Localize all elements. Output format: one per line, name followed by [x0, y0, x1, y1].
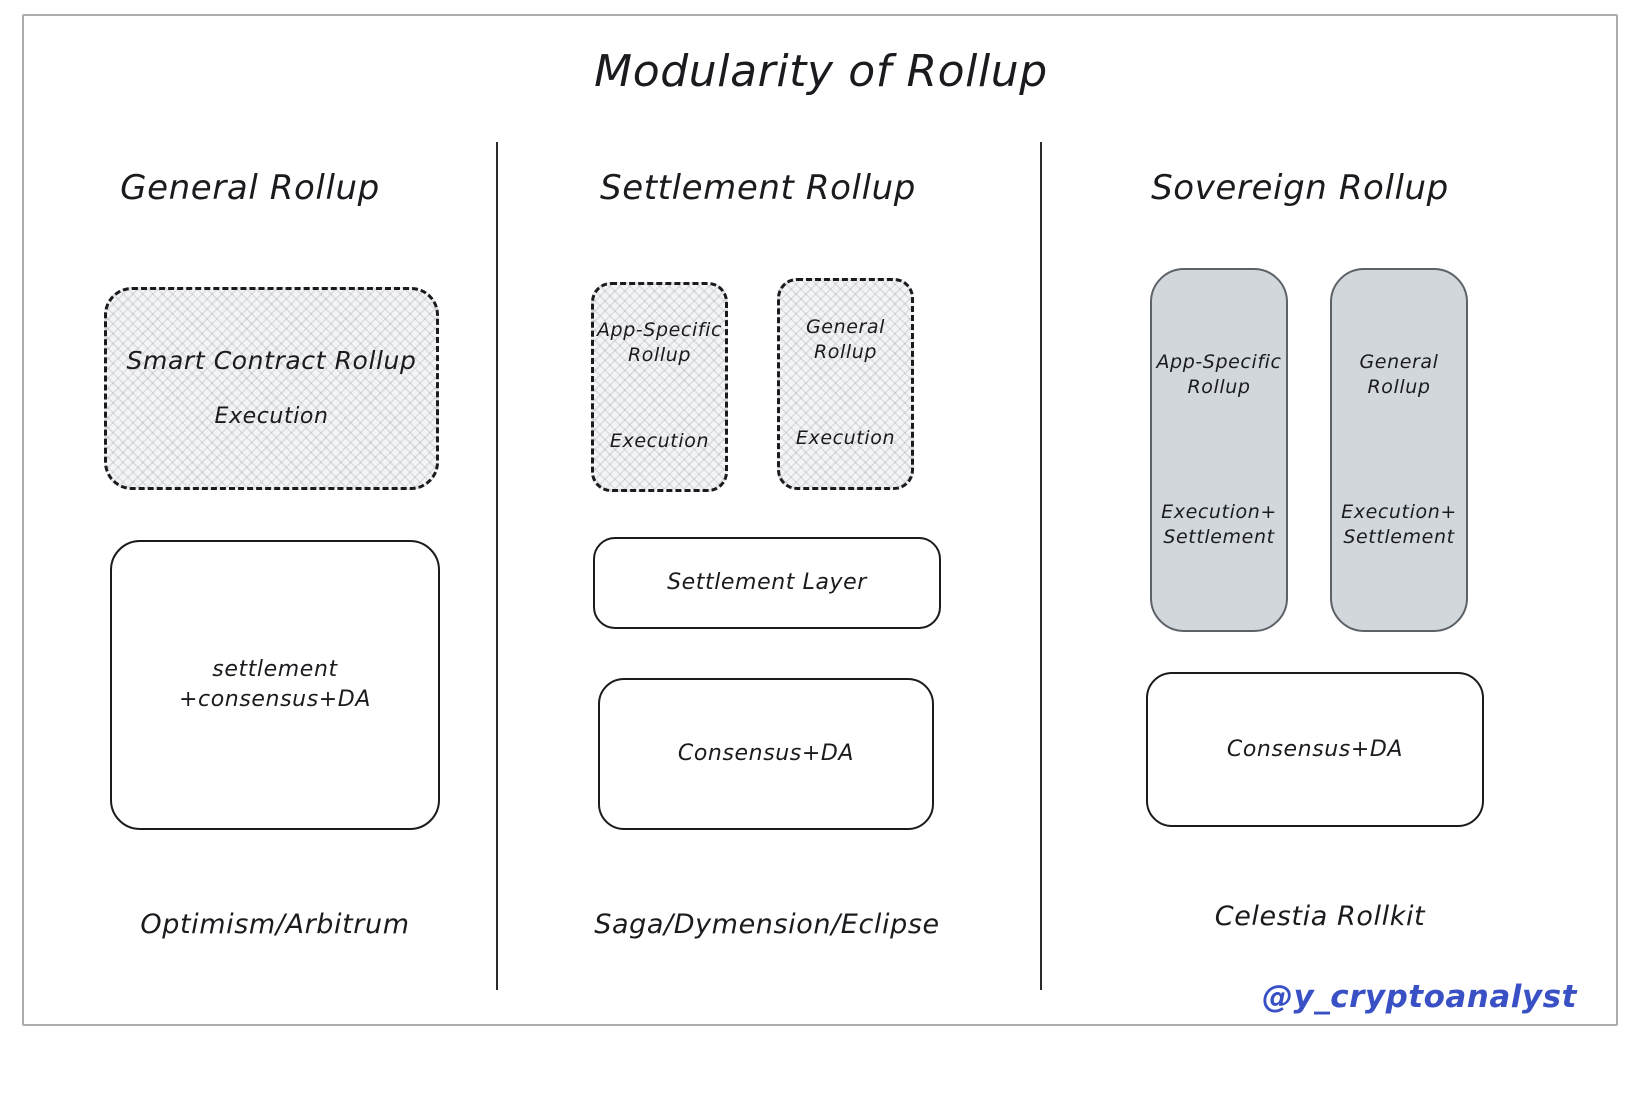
box-line-1: Settlement Layer — [667, 570, 867, 595]
column-title-settlement-rollup: Settlement Rollup — [600, 168, 916, 208]
column-divider-right — [1040, 142, 1042, 990]
box-line-title-2: Rollup — [627, 344, 692, 366]
box-line-role-1: Execution+ — [1161, 501, 1277, 523]
box-general-rollup-sovereign[interactable]: General Rollup Execution+ Settlement — [1330, 268, 1468, 632]
column-title-sovereign-rollup: Sovereign Rollup — [1151, 168, 1449, 208]
box-line-1: settlement — [212, 657, 338, 682]
box-line-1: Consensus+DA — [677, 741, 855, 766]
box-line-title-1: General — [805, 316, 886, 338]
box-consensus-da-sovereign[interactable]: Consensus+DA — [1146, 672, 1484, 827]
box-line-title: Smart Contract Rollup — [126, 345, 417, 375]
box-line-title-2: Rollup — [813, 341, 878, 363]
box-general-rollup-settlement[interactable]: General Rollup Execution — [777, 278, 914, 490]
author-handle[interactable]: @y_cryptoanalyst — [1262, 979, 1577, 1015]
box-line-role-1: Execution+ — [1341, 501, 1457, 523]
footnote-general-rollup: Optimism/Arbitrum — [140, 909, 410, 940]
box-app-specific-rollup-settlement[interactable]: App-Specific Rollup Execution — [591, 282, 728, 492]
box-line-title-1: General — [1359, 351, 1439, 373]
footnote-sovereign-rollup: Celestia Rollkit — [1214, 901, 1426, 932]
box-line-title-2: Rollup — [1367, 376, 1431, 398]
box-settlement-consensus-da[interactable]: settlement +consensus+DA — [110, 540, 440, 830]
diagram-frame — [22, 14, 1618, 1026]
column-title-general-rollup: General Rollup — [120, 168, 380, 208]
box-line-role: Execution — [609, 430, 710, 452]
box-smart-contract-rollup[interactable]: Smart Contract Rollup Execution — [104, 287, 439, 490]
box-line-role-2: Settlement — [1163, 526, 1275, 548]
box-line-title-1: App-Specific — [1156, 351, 1282, 373]
footnote-settlement-rollup: Saga/Dymension/Eclipse — [594, 909, 940, 940]
box-line-role-2: Settlement — [1343, 526, 1455, 548]
box-line-2: +consensus+DA — [179, 687, 371, 712]
box-line-title-1: App-Specific — [596, 319, 723, 341]
box-line-1: Consensus+DA — [1226, 736, 1404, 762]
box-app-specific-rollup-sovereign[interactable]: App-Specific Rollup Execution+ Settlemen… — [1150, 268, 1288, 632]
box-settlement-layer[interactable]: Settlement Layer — [593, 537, 941, 629]
box-line-role: Execution — [795, 427, 896, 449]
column-divider-left — [496, 142, 498, 990]
box-line-title-2: Rollup — [1187, 376, 1251, 398]
diagram-title: Modularity of Rollup — [594, 46, 1048, 97]
box-consensus-da-settlement[interactable]: Consensus+DA — [598, 678, 934, 830]
box-line-role: Execution — [214, 403, 329, 429]
